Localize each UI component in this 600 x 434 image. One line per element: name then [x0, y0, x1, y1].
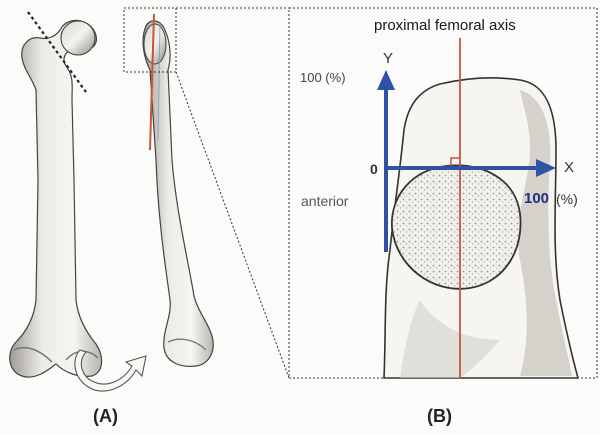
anterior-label: anterior — [301, 193, 348, 209]
panel-b-label: (B) — [427, 406, 452, 427]
panel-a-label: (A) — [93, 406, 118, 427]
x-percent-value: 100 — [524, 190, 549, 207]
femur-lateral-shape — [143, 21, 213, 366]
origin-label: 0 — [370, 161, 378, 177]
femur-front-view — [10, 12, 102, 377]
x-axis-label: X — [564, 159, 574, 176]
y-axis-label: Y — [383, 50, 393, 67]
femur-front-shape — [10, 20, 102, 377]
femoral-head — [61, 21, 95, 55]
x-percent-unit: (%) — [556, 191, 578, 207]
y-percent-label: 100 (%) — [300, 70, 346, 85]
axis-title: proximal femoral axis — [374, 17, 516, 34]
lateral-head — [144, 24, 166, 64]
femur-lateral-view — [143, 14, 213, 366]
enlarged-proximal-femur — [384, 78, 578, 378]
